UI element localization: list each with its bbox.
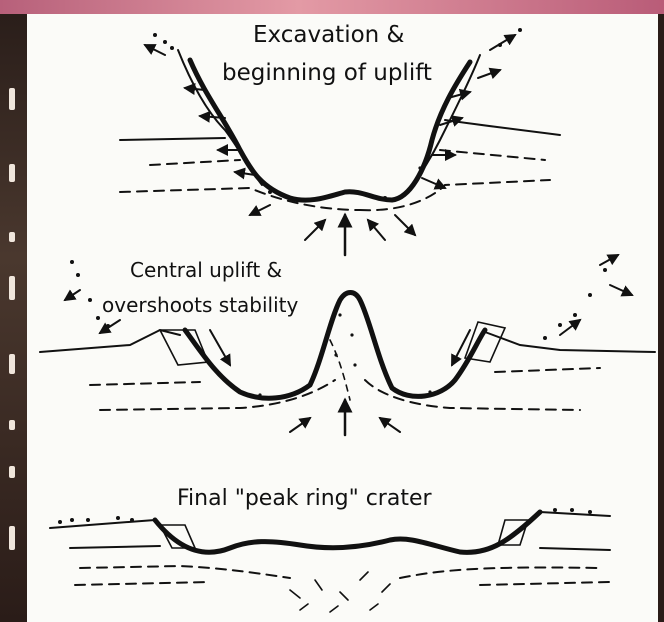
uplift-arrow (368, 220, 385, 240)
uplift-core-dashed (330, 340, 350, 400)
peak-ring-left-stratum-solid (70, 546, 160, 548)
stage-central-uplift (40, 255, 655, 435)
excavation-caption-line1: Excavation & (253, 22, 405, 48)
peak-ring-ground-left (50, 520, 155, 528)
inward-arrow (250, 205, 270, 215)
uplift-arrow (290, 418, 310, 432)
ejecta-arrow (145, 45, 165, 55)
uplift-ground-right (485, 332, 655, 352)
excavation-right-stratum-dashed-2 (360, 180, 550, 210)
peak-ring-left-stratum-dashed-2 (75, 582, 210, 585)
excavation-right-stratum-solid (445, 120, 560, 135)
ejecta-arrow (65, 290, 80, 300)
ejecta-debris (153, 28, 522, 202)
peak-ring-right-stratum-dashed-2 (480, 582, 610, 585)
uplift-arrow (380, 418, 400, 432)
uplift-ground-left (40, 330, 180, 352)
stage-peak-ring (50, 508, 610, 612)
excavation-left-stratum-solid (120, 138, 225, 140)
uplift-right-stratum-dashed-2 (365, 380, 580, 410)
ejecta-arrow (610, 285, 632, 295)
uplift-left-stratum-dashed-1 (90, 382, 200, 385)
peak-ring-caption: Final "peak ring" crater (177, 486, 432, 511)
excavation-left-stratum-dashed-1 (150, 160, 240, 165)
spread-arrow (560, 320, 580, 335)
ejecta-arrow (478, 70, 500, 78)
uplift-arrow (305, 220, 325, 240)
peak-ring-floor (155, 512, 540, 552)
central-uplift-caption-line1: Central uplift & (130, 258, 282, 282)
breccia-lens (290, 572, 390, 612)
peak-ring-right-stratum-dashed-1 (400, 567, 600, 578)
slump-arrow (210, 330, 230, 365)
central-uplift-caption-line2: overshoots stability (102, 293, 298, 317)
ejecta-arrow (600, 255, 618, 265)
peak-ring-right-stratum-solid (540, 548, 610, 550)
inward-arrow (422, 178, 445, 188)
peak-ring-ground-right (540, 512, 610, 516)
spread-arrow (100, 320, 120, 333)
uplift-right-stratum-dashed-1 (495, 368, 600, 372)
excavation-caption-line2: beginning of uplift (222, 60, 432, 86)
inward-arrow (395, 215, 415, 235)
uplift-left-stratum-dashed-2 (100, 380, 335, 410)
peak-ring-left-stratum-dashed-1 (80, 566, 290, 578)
